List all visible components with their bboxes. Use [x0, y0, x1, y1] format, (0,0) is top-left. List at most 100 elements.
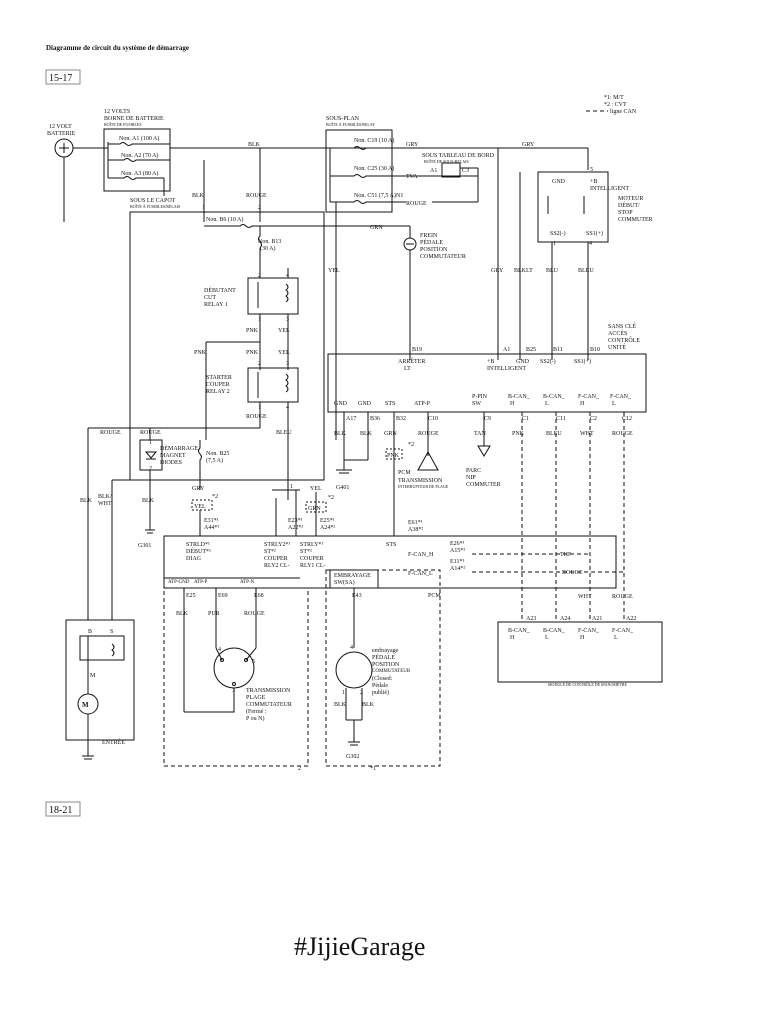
svg-text:P ou N): P ou N) [246, 715, 264, 722]
svg-text:INTELLIGENT: INTELLIGENT [487, 366, 526, 372]
svg-text:SS2(-): SS2(-) [540, 358, 556, 365]
svg-text:MOTEUR: MOTEUR [618, 196, 643, 202]
svg-text:1: 1 [553, 241, 556, 247]
svg-text:H: H [510, 635, 515, 641]
svg-text:(Closed:: (Closed: [372, 675, 393, 682]
sub-relay-box: SOUS TABLEAU DE BORD BOÎTE DE SOUS-RELAI… [422, 153, 495, 178]
svg-text:L: L [545, 401, 549, 407]
svg-text:COUPER: COUPER [264, 556, 288, 562]
svg-text:COUPER: COUPER [206, 382, 230, 388]
svg-text:*1: M/T: *1: M/T [604, 95, 624, 101]
svg-text:COMMUTER: COMMUTER [618, 217, 653, 223]
svg-text:PARC: PARC [466, 468, 481, 474]
start-stop-switch: 5 GND +B INTELLIGENT MOTEUR DÉBUT/ STOP … [519, 167, 653, 360]
svg-text:E11*¹: E11*¹ [450, 559, 464, 565]
wire-tva: TVA [406, 174, 418, 180]
svg-text:C10: C10 [428, 416, 438, 422]
svg-text:P-PIN: P-PIN [472, 394, 488, 400]
wire-rouge-n1: ROUGE [406, 201, 427, 207]
svg-text:G401: G401 [336, 485, 349, 491]
svg-text:A1: A1 [430, 168, 437, 174]
svg-text:Non. A1 (100 A): Non. A1 (100 A) [119, 135, 159, 142]
svg-text:GRN: GRN [370, 225, 383, 231]
svg-text:F-CAN_L: F-CAN_L [408, 571, 433, 577]
starter-magnet-diodes: 1 2 DÉMARRAGE MAGNET DIODES BLK [139, 439, 198, 530]
svg-text:MODULE DE CONTRÔLE DE MANOMÈTR: MODULE DE CONTRÔLE DE MANOMÈTRE [548, 682, 627, 687]
wire-rouge-r2: ROUGE [246, 414, 267, 420]
svg-text:B-CAN_: B-CAN_ [508, 628, 531, 634]
svg-text:A23: A23 [526, 616, 536, 622]
wire-blk-top: BLK [248, 142, 261, 148]
svg-text:TRANSMISSION: TRANSMISSION [398, 478, 443, 484]
svg-text:INTELLIGENT: INTELLIGENT [590, 186, 629, 192]
svg-text:B-CAN_: B-CAN_ [543, 628, 566, 634]
wire-gry-cvt: GRY [192, 486, 205, 492]
pin-e25b: E25 [186, 593, 196, 599]
svg-text:Non. C51 (7,5 A): Non. C51 (7,5 A) [354, 192, 396, 199]
svg-text:DÉMARRAGE: DÉMARRAGE [160, 444, 198, 452]
svg-text:SS1(+): SS1(+) [574, 358, 591, 365]
svg-text:M: M [90, 673, 96, 679]
svg-text:DIODES: DIODES [160, 460, 182, 466]
svg-text:RLY2 CL-: RLY2 CL- [264, 563, 290, 569]
svg-text:COUPER: COUPER [300, 556, 324, 562]
svg-text:(Fermé :: (Fermé : [246, 708, 267, 715]
svg-text:*1: *1 [370, 766, 376, 772]
svg-text:SOUS TABLEAU DE BORD: SOUS TABLEAU DE BORD [422, 153, 495, 159]
svg-text:COMMUTATEUR: COMMUTATEUR [420, 254, 466, 260]
svg-text:2: 2 [258, 205, 261, 211]
svg-text:A17: A17 [346, 416, 356, 422]
pin-e68: E68 [254, 593, 264, 599]
svg-text:UNITÉ: UNITÉ [608, 343, 626, 351]
wire-blklt: BLKLT [514, 268, 533, 274]
svg-text:COMMUTATEUR: COMMUTATEUR [372, 669, 411, 674]
svg-text:B32: B32 [396, 416, 406, 422]
svg-text:INTERRUPTEUR DE PLAGE: INTERRUPTEUR DE PLAGE [398, 484, 449, 489]
svg-text:ROUGE: ROUGE [418, 431, 439, 437]
page-ref-top[interactable]: 15-17 [49, 73, 72, 84]
svg-text:1: 1 [202, 205, 205, 211]
page-ref-bottom[interactable]: 18-21 [49, 805, 72, 816]
svg-text:COMMUTER: COMMUTER [466, 482, 501, 488]
wire-pur: PUR [208, 611, 220, 617]
svg-text:4: 4 [350, 645, 353, 651]
diagram-title: Diagramme de circuit du système de démar… [46, 44, 189, 52]
svg-text:B: B [88, 629, 92, 635]
wire-yel-relay: YEL [310, 486, 322, 492]
svg-text:CUT: CUT [204, 295, 216, 301]
starter-cut-relay-1: 2 4 DÉBUTANT CUT RELAY 1 1 3 [204, 268, 299, 370]
svg-text:L: L [612, 401, 616, 407]
svg-text:DÉBUT/: DÉBUT/ [618, 201, 640, 209]
svg-text:BOÎTE À FUSIBLES/RELAY: BOÎTE À FUSIBLES/RELAY [326, 122, 375, 127]
svg-text:F-CAN_: F-CAN_ [612, 628, 634, 634]
note-cvt-1: *2 [212, 494, 218, 500]
svg-text:4: 4 [589, 241, 592, 247]
battery-terminal-fuse-box: 12 VOLTS BORNE DE BATTERIE BOÎTE DE FUSI… [103, 109, 171, 192]
motor-icon: M [82, 701, 89, 709]
fuse-b25-amp: (7,5 A) [206, 457, 223, 464]
svg-text:G302: G302 [346, 754, 359, 760]
wire-rouge-left: ROUGE [100, 430, 121, 436]
wire-blk-a3: BLK [192, 193, 205, 199]
wire-rouge-range: ROUGE [244, 611, 265, 617]
svg-text:A38*²: A38*² [408, 527, 423, 533]
svg-text:(30 A): (30 A) [260, 245, 276, 252]
pin-e31: E31*¹ [204, 518, 219, 524]
clutch-pedal-position-switch: EMBRAYAGE SW(SA) 4 1 2 BLK BLK embrayage… [325, 569, 441, 772]
svg-text:STARTER: STARTER [206, 375, 232, 381]
svg-text:ARRÊTER: ARRÊTER [398, 357, 425, 365]
svg-text:PÉDALE: PÉDALE [372, 653, 395, 661]
svg-text:PCM: PCM [428, 593, 441, 599]
transmission-range-switch: 4 5 3 TRANSMISSION PLAGE COMMUTATEUR (Fe… [184, 647, 292, 722]
svg-text:SW: SW [472, 401, 481, 407]
svg-text:+B: +B [487, 359, 494, 365]
svg-text:BOÎTE DE SOUS-RELAIS: BOÎTE DE SOUS-RELAIS [424, 159, 469, 164]
svg-text:LT: LT [404, 366, 411, 372]
svg-text:S: S [110, 629, 113, 635]
svg-text:A1: A1 [503, 347, 510, 353]
note-cvt-2: *2 [328, 495, 334, 501]
wire-yel-brake: YEL [328, 268, 340, 274]
svg-text:A15*²: A15*² [450, 548, 465, 554]
svg-text:ATP-P: ATP-P [194, 580, 208, 585]
svg-text:ligne CAN: ligne CAN [610, 109, 637, 115]
